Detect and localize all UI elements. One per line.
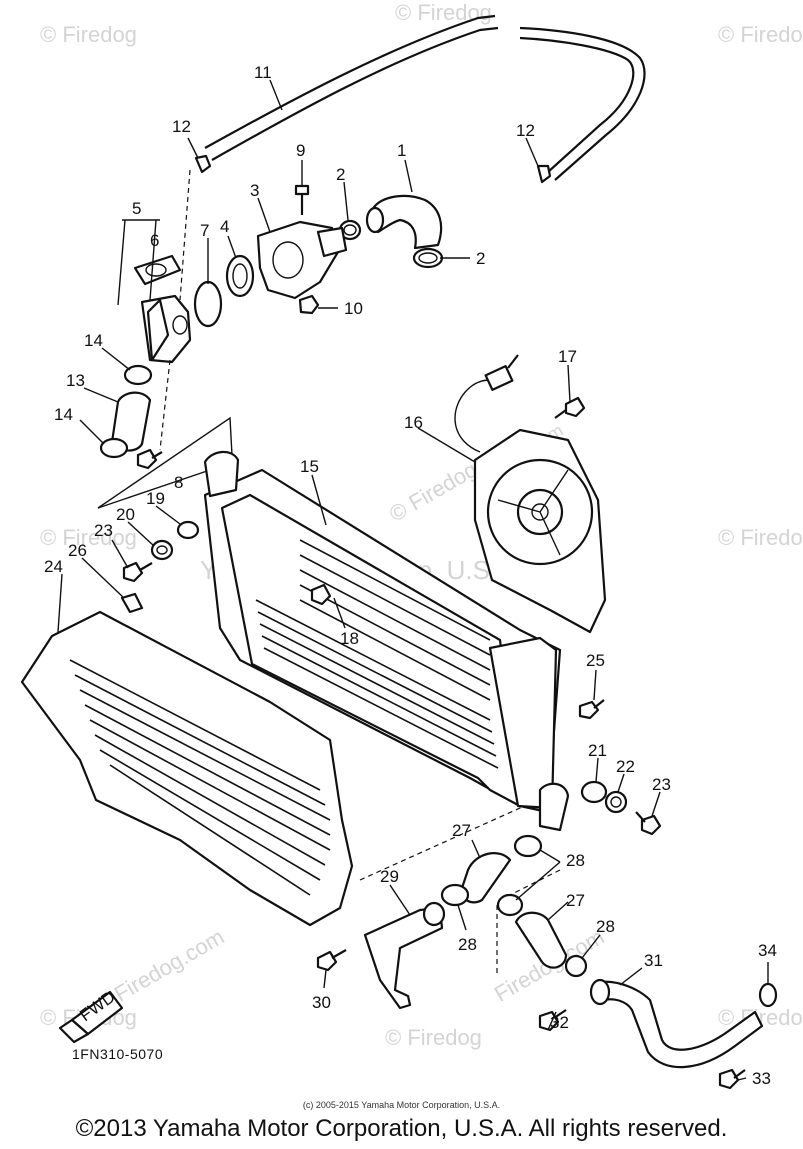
callout-12a: 12 (172, 117, 191, 136)
hose-clip-left (194, 154, 212, 174)
overflow-hose (204, 14, 646, 181)
callout-2a: 2 (336, 165, 345, 184)
callout-29: 29 (380, 867, 399, 886)
callout-6: 6 (150, 231, 159, 250)
bolt-23b (635, 811, 662, 836)
callout-8: 8 (174, 473, 183, 492)
hose-clamp-14a (123, 364, 153, 386)
watermark-right-mid: © Firedog (718, 525, 803, 550)
callout-21: 21 (588, 741, 607, 760)
radiator (203, 450, 570, 832)
watermark-top-center: © Firedog (395, 0, 492, 25)
callout-14b: 14 (54, 405, 73, 424)
bolt-23a (122, 561, 153, 583)
watermark-left-mid: © Firedog (40, 525, 137, 550)
bolt-17 (554, 396, 586, 419)
collar-20 (150, 539, 174, 561)
callout-24: 24 (44, 557, 63, 576)
fan-sensor-wire (454, 354, 519, 453)
callout-15: 15 (300, 457, 319, 476)
callout-3: 3 (250, 181, 259, 200)
diagram-code: 1FN310-5070 (72, 1046, 164, 1062)
hose-clamp-28d (564, 954, 588, 978)
hose-clamp-28a (513, 834, 543, 858)
bracket-26 (120, 592, 144, 614)
callout-30: 30 (312, 993, 331, 1012)
watermark-top-left: © Firedog (40, 22, 137, 47)
callout-9: 9 (296, 141, 305, 160)
o-ring (193, 280, 223, 328)
callout-32: 32 (550, 1013, 569, 1032)
callout-19: 19 (146, 489, 165, 508)
radiator-hose-1 (365, 194, 443, 250)
radiator-cover (20, 610, 354, 927)
callout-31: 31 (644, 951, 663, 970)
gasket (133, 254, 182, 286)
callout-7: 7 (200, 221, 209, 240)
callout-14a: 14 (84, 331, 103, 350)
callout-34: 34 (758, 941, 777, 960)
small-copyright: (c) 2005-2015 Yamaha Motor Corporation, … (302, 1100, 501, 1110)
callout-18: 18 (340, 629, 359, 648)
callout-13: 13 (66, 371, 85, 390)
callout-4: 4 (220, 217, 229, 236)
callout-1: 1 (397, 141, 406, 160)
callout-28c: 28 (596, 917, 615, 936)
nut-10 (298, 294, 320, 315)
bolt-30 (316, 949, 347, 972)
o-ring-34 (758, 982, 778, 1008)
callout-33: 33 (752, 1069, 771, 1088)
callout-27b: 27 (566, 891, 585, 910)
hose-clip-right (536, 164, 552, 184)
callout-labels: 1 2 2 3 4 5 6 7 8 9 10 11 12 12 13 14 14… (44, 63, 777, 1088)
thermostat-cover (140, 294, 192, 364)
callout-26: 26 (68, 541, 87, 560)
pipe-31 (589, 978, 764, 1069)
bolt-33 (718, 1068, 746, 1090)
cover-louvers (69, 659, 331, 896)
leader-lines (57, 79, 769, 1081)
bolt-8 (136, 448, 163, 470)
callout-17: 17 (558, 347, 577, 366)
callout-12b: 12 (516, 121, 535, 140)
hose-clamp-2b (412, 247, 444, 269)
hose-clamp-14b (99, 437, 129, 459)
callout-27a: 27 (452, 821, 471, 840)
thermostat (225, 254, 255, 298)
hose-27b (514, 911, 568, 969)
callout-28a: 28 (566, 851, 585, 870)
grommet-21 (580, 780, 608, 804)
callout-11: 11 (254, 63, 272, 82)
callout-23a: 23 (94, 521, 113, 540)
thermostat-housing (256, 220, 348, 300)
fan-assembly (473, 428, 607, 634)
bolt-9 (294, 184, 310, 215)
watermark-top-right: © Firedog (718, 22, 803, 47)
callout-25: 25 (586, 651, 605, 670)
radiator-fins (255, 539, 499, 769)
callout-16: 16 (404, 413, 423, 432)
pipe-29 (363, 901, 446, 1010)
grommet-19 (176, 520, 200, 540)
callout-2b: 2 (476, 249, 485, 268)
watermark-bottom-center: © Firedog (385, 1025, 482, 1050)
hose-clamp-28b (440, 883, 470, 907)
bolt-25 (578, 699, 605, 720)
forward-arrow-badge: FWD (58, 987, 124, 1044)
callout-22: 22 (616, 757, 635, 776)
callout-5: 5 (132, 199, 141, 218)
copyright-notice: ©2013 Yamaha Motor Corporation, U.S.A. A… (75, 1115, 728, 1142)
callout-23b: 23 (652, 775, 671, 794)
callout-10: 10 (344, 299, 363, 318)
callout-20: 20 (116, 505, 135, 524)
callout-28b: 28 (458, 935, 477, 954)
collar-22 (604, 790, 628, 814)
